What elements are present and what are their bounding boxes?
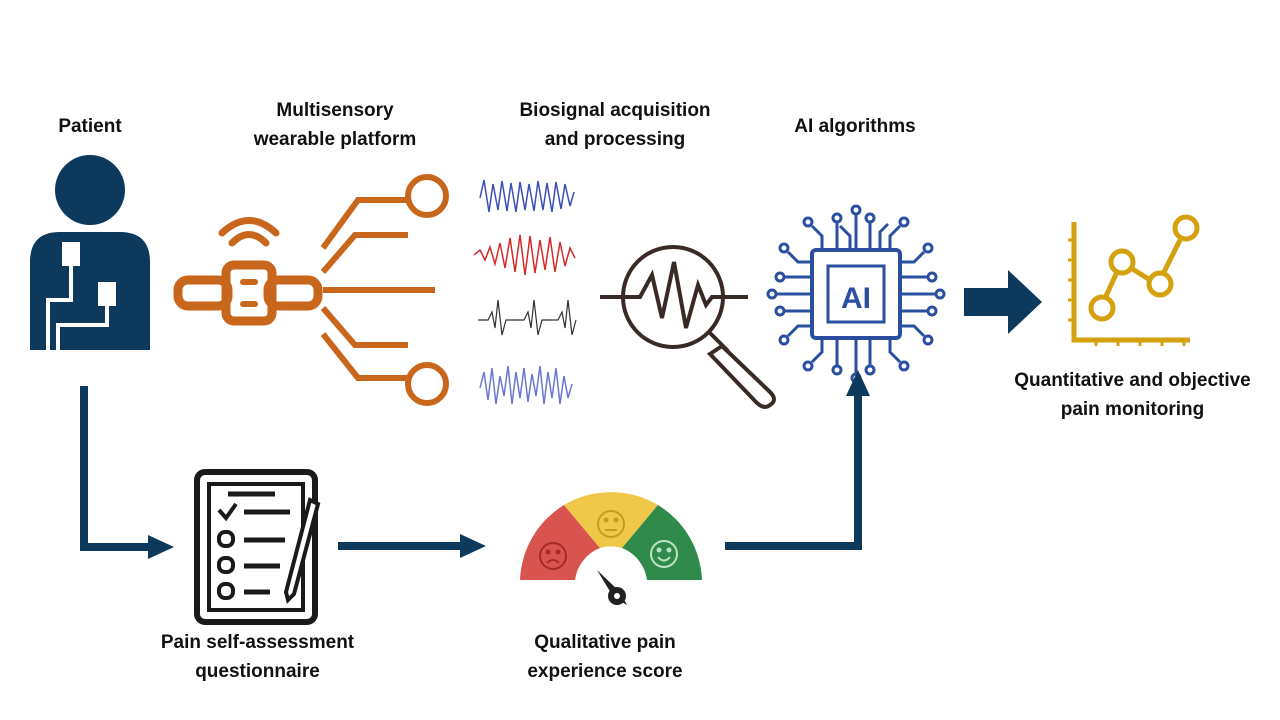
flow-arrows [80,370,870,559]
happy-face-icon [650,540,678,568]
waveform-ecg [478,299,577,336]
line-chart-icon [1068,214,1200,346]
biosignal-waveforms [473,179,577,405]
ai-algorithms-label: AI algorithms [794,116,916,137]
waveform-blue-2 [479,365,573,405]
neutral-face-icon [597,510,625,538]
patient-icon [30,155,150,350]
patient-label: Patient [58,116,122,137]
waveform-red [473,234,576,276]
gauge-needle [597,570,627,605]
gauge-icon [520,492,702,605]
sensor-branches [320,174,449,406]
magnifier-signal-icon [600,245,776,409]
sad-face-icon [539,542,567,570]
wearable-sensor-icon [173,217,323,326]
arrow-to-monitoring [964,270,1042,334]
waveform-blue-1 [479,179,575,213]
questionnaire-icon [194,469,321,625]
chip-text: AI [841,282,871,315]
ai-chip-icon: AI [766,204,946,384]
